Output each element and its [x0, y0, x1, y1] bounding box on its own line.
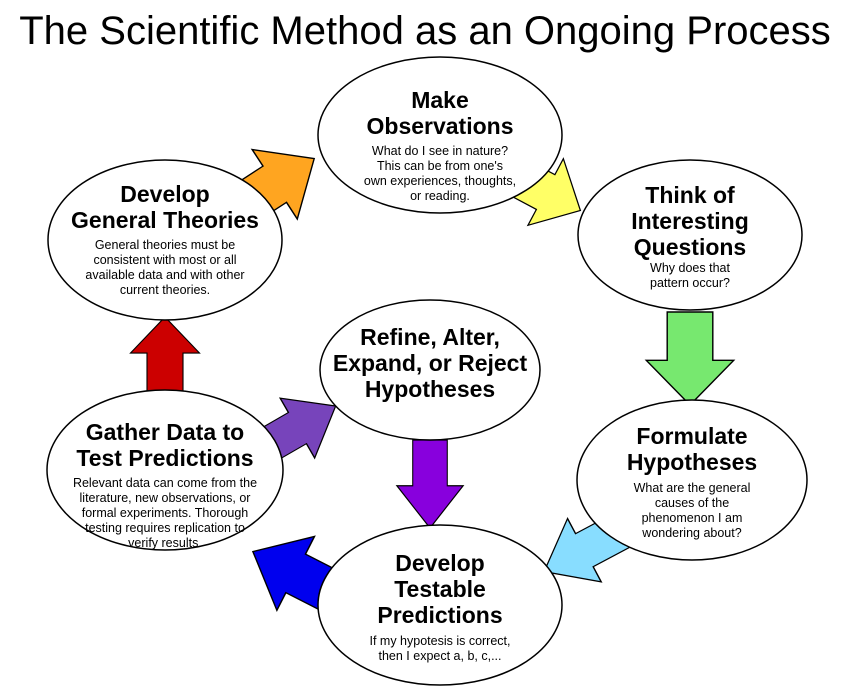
node-heading: Make — [411, 87, 469, 113]
node-description: verify results. — [128, 536, 202, 550]
node-description: pattern occur? — [650, 276, 730, 290]
node-heading: Observations — [367, 113, 514, 139]
node-heading: Develop — [120, 181, 209, 207]
node-description: This can be from one's — [377, 159, 503, 173]
node-heading: General Theories — [71, 207, 259, 233]
node-description: formal experiments. Thorough — [82, 506, 249, 520]
node-ellipse — [317, 56, 563, 214]
node-description: wondering about? — [641, 526, 741, 540]
node-refine: Refine, Alter,Expand, or RejectHypothese… — [319, 299, 541, 441]
node-description: current theories. — [120, 283, 210, 297]
node-description: literature, new observations, or — [80, 491, 251, 505]
node-heading: Hypotheses — [365, 376, 495, 402]
node-description: then I expect a, b, c,... — [379, 649, 502, 663]
node-heading: Interesting — [631, 208, 749, 234]
diagram-title: The Scientific Method as an Ongoing Proc… — [19, 9, 831, 53]
node-heading: Test Predictions — [76, 445, 253, 471]
node-heading: Testable — [394, 576, 486, 602]
node-description: testing requires replication to — [85, 521, 245, 535]
node-description: Relevant data can come from the — [73, 476, 257, 490]
node-heading: Questions — [634, 234, 746, 260]
node-ellipse — [47, 159, 283, 321]
node-heading: Think of — [645, 182, 735, 208]
node-description: Why does that — [650, 261, 730, 275]
node-heading: Gather Data to — [86, 419, 244, 445]
node-heading: Formulate — [636, 423, 747, 449]
node-description: phenomenon I am — [642, 511, 743, 525]
arrow-questions-to-hypotheses-icon — [645, 311, 735, 406]
node-ellipse — [577, 159, 803, 311]
node-description: causes of the — [655, 496, 729, 510]
node-description: available data and with other — [85, 268, 244, 282]
node-ellipse — [46, 389, 284, 551]
node-description: or reading. — [410, 189, 470, 203]
node-heading: Expand, or Reject — [333, 350, 528, 376]
node-description: own experiences, thoughts, — [364, 174, 516, 188]
node-ellipse — [319, 299, 541, 441]
node-ellipse — [576, 399, 808, 561]
node-heading: Develop — [395, 550, 484, 576]
node-description: General theories must be — [95, 238, 235, 252]
node-description: What do I see in nature? — [372, 144, 508, 158]
node-description: What are the general — [634, 481, 751, 495]
node-description: If my hypotesis is correct, — [369, 634, 510, 648]
node-heading: Refine, Alter, — [360, 324, 500, 350]
arrow-refine-to-predictions-icon — [396, 439, 464, 529]
node-ellipse — [317, 524, 563, 686]
node-heading: Hypotheses — [627, 449, 757, 475]
arrow-gather-to-theories-icon — [129, 316, 201, 393]
node-heading: Predictions — [377, 602, 502, 628]
node-description: consistent with most or all — [93, 253, 236, 267]
